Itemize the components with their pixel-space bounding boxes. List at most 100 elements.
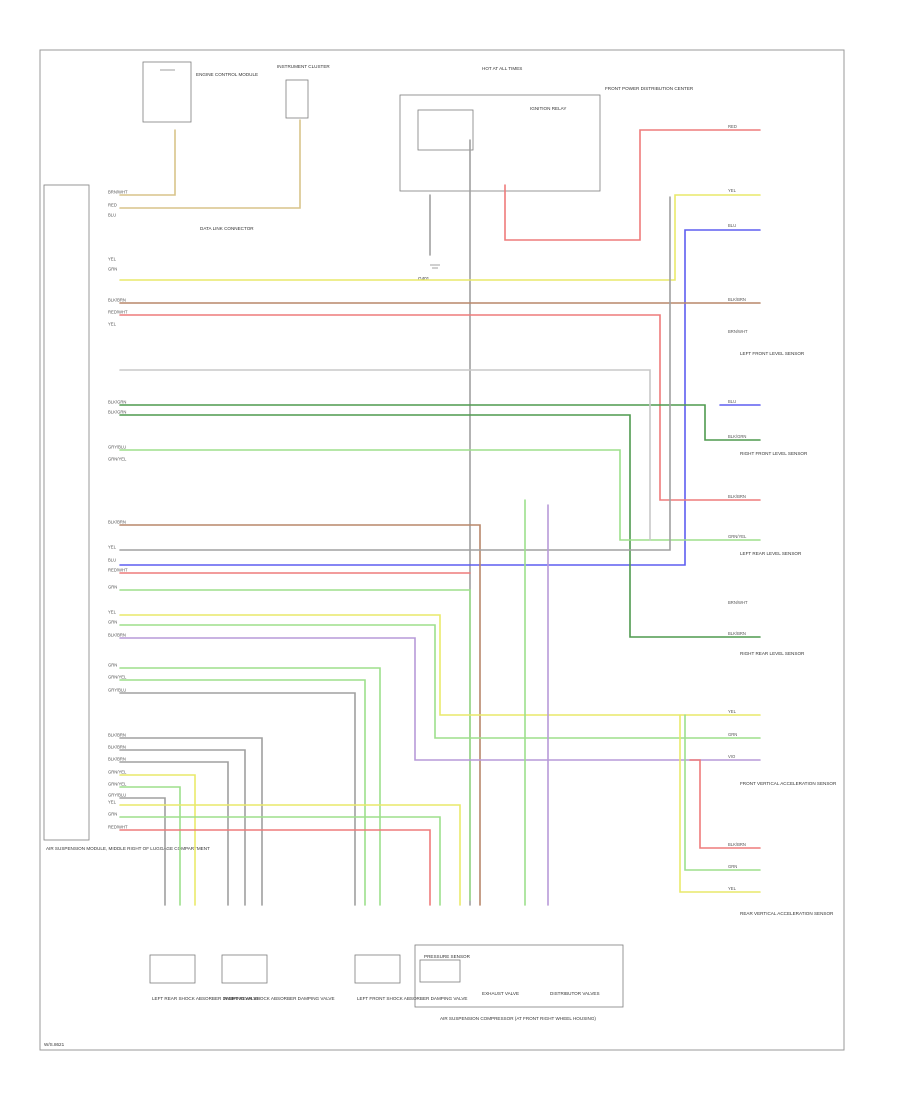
- control-unit: AIR SUSPENSION MODULE, MIDDLE RIGHT OF L…: [43, 184, 210, 851]
- wire-mid-yellow: [119, 614, 761, 716]
- top-component-2: INSTRUMENT CLUSTER: [277, 64, 330, 119]
- wire-code-19: BLK/BRN: [108, 633, 126, 638]
- wire-code-20: GRN: [108, 663, 117, 668]
- wire-code-r-8: GRN/YEL: [728, 534, 747, 539]
- fuse-block-title: HOT AT ALL TIMES: [482, 66, 522, 71]
- sensor-left-front: LEFT FRONT LEVEL SENSOR: [740, 351, 805, 356]
- wire-bv-2: [119, 679, 366, 906]
- compressor-module: PRESSURE SENSOR EXHAUST VALVE DISTRIBUTO…: [414, 944, 624, 1021]
- wire-mid-brown: [119, 524, 481, 906]
- wire-code-r-16: YEL: [728, 886, 737, 891]
- wire-code-5: BLK/BRN: [108, 298, 126, 303]
- wire-top-2: [119, 119, 301, 209]
- wire-bv-8: [119, 786, 181, 906]
- ground-symbol: G401: [418, 264, 440, 281]
- wire-code-7: YEL: [108, 322, 117, 327]
- wire-bv-12: [119, 829, 431, 906]
- fuse-block: HOT AT ALL TIMES FRONT POWER DISTRIBUTIO…: [399, 66, 694, 192]
- sensor-right-rear: RIGHT REAR LEVEL SENSOR: [740, 651, 805, 656]
- wire-fuse-red: [504, 129, 761, 241]
- wire-code-r-5: BLU: [728, 399, 736, 404]
- wire-code-17: YEL: [108, 610, 117, 615]
- wire-code-r-9: BRN/WHT: [728, 600, 748, 605]
- page-id: W/S.8621: [44, 1042, 65, 1047]
- wire-code-r-14: BLK/BRN: [728, 842, 746, 847]
- distributor-label: DISTRIBUTOR VALVES: [550, 991, 600, 996]
- right-sensors: LEFT FRONT LEVEL SENSOR RIGHT FRONT LEVE…: [740, 351, 837, 916]
- sensor-right-front: RIGHT FRONT LEVEL SENSOR: [740, 451, 808, 456]
- valve-left-rear: LEFT REAR SHOCK ABSORBER DAMPING VALVE: [152, 996, 259, 1001]
- wire-tr-blue: [119, 229, 761, 566]
- wire-mid-violet: [119, 637, 761, 761]
- diagram-frame: [39, 49, 845, 1051]
- top-component-1: ENGINE CONTROL MODULE: [142, 61, 258, 123]
- wire-code-11: GRN/YEL: [108, 457, 127, 462]
- wire-code-r-1: YEL: [728, 188, 737, 193]
- pressure-sensor-label: PRESSURE SENSOR: [424, 954, 471, 959]
- valve-left-front: LEFT FRONT SHOCK ABSORBER DAMPING VALVE: [357, 996, 467, 1001]
- wire-code-10: GRY/BLU: [108, 445, 126, 450]
- svg-text:DATA LINK CONNECTOR: DATA LINK CONNECTOR: [200, 226, 254, 231]
- wire-code-16: GRN: [108, 585, 117, 590]
- wire-code-31: RED/WHT: [108, 825, 128, 830]
- wire-mid-gray: [119, 196, 671, 551]
- wire-accel-yellow: [679, 714, 761, 893]
- wire-code-1: RED: [108, 203, 117, 208]
- wire-code-2: BLU: [108, 213, 116, 218]
- sensor-left-rear: LEFT REAR LEVEL SENSOR: [740, 551, 802, 556]
- svg-text:ENGINE CONTROL MODULE: ENGINE CONTROL MODULE: [196, 72, 258, 77]
- wire-bv-7: [119, 774, 196, 906]
- wire-code-r-11: YEL: [728, 709, 737, 714]
- bottom-valves: LEFT REAR SHOCK ABSORBER DAMPING VALVE R…: [149, 954, 467, 1001]
- wire-code-22: GRY/BLU: [108, 688, 126, 693]
- wire-code-29: YEL: [108, 800, 117, 805]
- wire-bv-4: [119, 737, 263, 906]
- wire-accel-green: [684, 714, 761, 871]
- wire-mid-green: [119, 589, 471, 901]
- wire-top-1: [119, 129, 176, 196]
- wire-code-6: RED/WHT: [108, 310, 128, 315]
- wire-code-23: BLK/BRN: [108, 733, 126, 738]
- wire-code-3: YEL: [108, 257, 117, 262]
- wire-code-r-13: VIO: [728, 754, 736, 759]
- ignition-relay-label: IGNITION RELAY: [530, 106, 566, 111]
- wire-code-r-10: BLK/BRN: [728, 631, 746, 636]
- wire-bv-3: [119, 692, 356, 906]
- wire-bv-10: [119, 804, 461, 906]
- wire-ls-lgray: [119, 369, 651, 541]
- svg-text:G401: G401: [418, 276, 430, 281]
- wire-code-0: BRN/WHT: [108, 190, 128, 195]
- wires: [119, 119, 761, 906]
- pin-labels: BRN/WHT RED BLU YEL GRN BLK/BRN RED/WHT YEL BLK/…: [108, 124, 748, 891]
- wire-code-8: BLK/GRN: [108, 400, 126, 405]
- wire-code-r-2: BLU: [728, 223, 736, 228]
- wire-bv-1: [119, 667, 381, 906]
- wire-code-4: GRN: [108, 267, 117, 272]
- wire-bv-11: [119, 816, 441, 906]
- wire-code-12: BLK/BRN: [108, 520, 126, 525]
- exhaust-valve-label: EXHAUST VALVE: [482, 991, 519, 996]
- wire-code-r-3: BLK/BRN: [728, 297, 746, 302]
- wire-code-24: BLK/BRN: [108, 745, 126, 750]
- compressor-label: AIR SUSPENSION COMPRESSOR (AT FRONT RIGH…: [440, 1016, 596, 1021]
- wire-code-26: GRN/YEL: [108, 770, 127, 775]
- wire-tr-yellow: [119, 194, 761, 281]
- wire-code-14: BLU: [108, 558, 116, 563]
- sensor-front-accel: FRONT VERTICAL ACCELERATION SENSOR: [740, 781, 837, 786]
- wire-ls-green2: [119, 414, 761, 638]
- wire-code-30: GRN: [108, 812, 117, 817]
- wire-code-r-0: RED: [728, 124, 737, 129]
- wire-code-r-4: BRN/WHT: [728, 329, 748, 334]
- wire-code-18: GRN: [108, 620, 117, 625]
- wire-code-28: GRY/BLU: [108, 793, 126, 798]
- wire-code-13: YEL: [108, 545, 117, 550]
- wire-ls-green3: [119, 449, 761, 541]
- wire-code-r-6: BLK/GRN: [728, 434, 746, 439]
- wire-bv-9: [119, 797, 166, 906]
- control-unit-label: AIR SUSPENSION MODULE, MIDDLE RIGHT OF L…: [46, 846, 210, 851]
- wire-code-15: RED/WHT: [108, 568, 128, 573]
- wire-ls-green1: [119, 404, 761, 441]
- wire-code-r-15: GRN: [728, 864, 737, 869]
- wire-code-r-12: GRN: [728, 732, 737, 737]
